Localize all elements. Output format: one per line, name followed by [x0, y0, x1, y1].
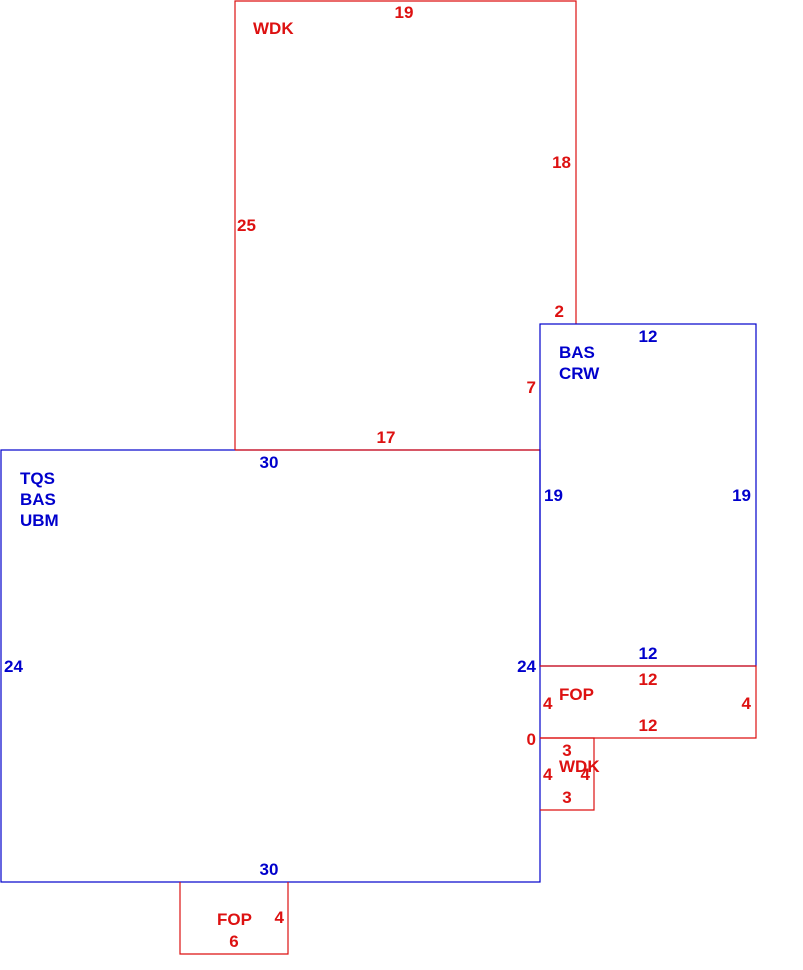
wood-deck-north-outline [234, 0, 577, 450]
wood-deck-small-top-dim: 3 [562, 741, 571, 760]
front-porch-south-right-dim: 4 [275, 908, 285, 927]
front-porch-south-outline [179, 882, 289, 955]
front-porch-east-right-dim: 4 [742, 694, 752, 713]
main-house-outline [0, 449, 541, 883]
front-porch-east-offset-dim: 0 [527, 730, 536, 749]
front-porch-east-bottom-dim: 12 [639, 716, 658, 735]
front-porch-south-code: FOP [217, 910, 252, 929]
crawl-addition-top-dim: 12 [639, 327, 658, 346]
main-house-code-1: TQS [20, 469, 55, 488]
main-house-right-dim: 24 [517, 657, 536, 676]
wood-deck-north-top-dim: 19 [395, 3, 414, 22]
wood-deck-north-bottom-dim: 17 [377, 428, 396, 447]
crawl-addition-bottom-dim: 12 [639, 644, 658, 663]
wood-deck-small-left-dim: 4 [543, 765, 553, 784]
wood-deck-north-left-dim: 25 [237, 216, 256, 235]
main-house-bottom-dim: 30 [260, 860, 279, 879]
wood-deck-north-right-lower-dim: 2 [555, 302, 564, 321]
main-house-left-dim: 24 [4, 657, 23, 676]
front-porch-east-top-dim: 12 [639, 670, 658, 689]
wood-deck-small-bottom-dim: 3 [562, 788, 571, 807]
crawl-addition-code-1: BAS [559, 343, 595, 362]
front-porch-east-left-dim: 4 [543, 694, 553, 713]
wood-deck-north-right-upper-dim: 18 [552, 153, 571, 172]
front-porch-south-bottom-dim: 6 [229, 932, 238, 951]
wood-deck-small-code: WDK [559, 757, 600, 776]
front-porch-east-code: FOP [559, 685, 594, 704]
main-house-code-3: UBM [20, 511, 59, 530]
wood-deck-small-outline [540, 737, 595, 811]
front-porch-east-outline [540, 665, 757, 739]
crawl-addition-left-dim: 19 [544, 486, 563, 505]
crawl-addition-code-2: CRW [559, 364, 600, 383]
wood-deck-north-code: WDK [253, 19, 294, 38]
main-house-top-dim: 30 [260, 453, 279, 472]
crawl-addition-right-dim: 19 [732, 486, 751, 505]
main-house-code-2: BAS [20, 490, 56, 509]
wood-deck-small-right-dim: 4 [581, 765, 591, 784]
wood-deck-north-step-dim: 7 [527, 378, 536, 397]
